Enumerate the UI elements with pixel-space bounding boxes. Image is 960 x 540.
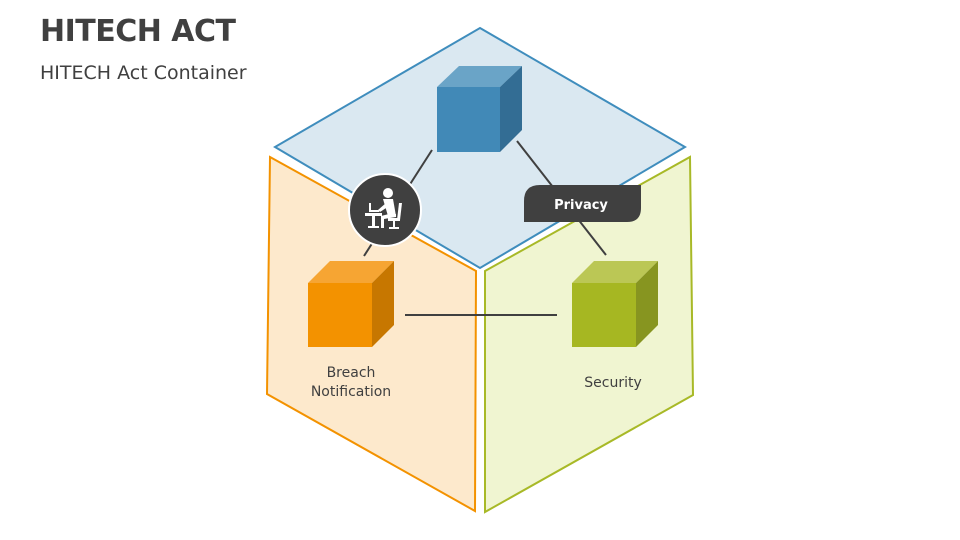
security-cube (572, 261, 658, 347)
person-at-computer-icon (348, 173, 422, 247)
breach-notification-cube (308, 261, 394, 347)
privacy-cube (437, 66, 522, 152)
privacy-label: Privacy (554, 198, 608, 213)
page-title: HITECH ACT (40, 14, 236, 49)
breach-label-line2: Notification (311, 384, 391, 400)
security-label: Security (584, 375, 642, 391)
privacy-badge: Privacy (524, 185, 641, 222)
breach-label-line1: Breach (327, 365, 376, 381)
page-subtitle: HITECH Act Container (40, 62, 247, 84)
